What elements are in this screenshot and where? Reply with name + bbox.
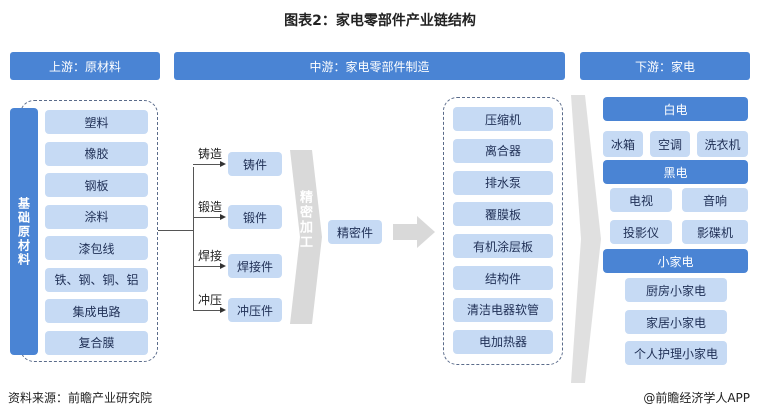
upstream-category: 基础原材料 — [10, 108, 38, 355]
precision-process-chevron — [290, 150, 322, 324]
source-note: 资料来源：前瞻产业研究院 — [8, 391, 153, 405]
component-item: 结构件 — [453, 266, 553, 290]
precision-product-box: 精密件 — [328, 220, 382, 244]
arrow-right-icon — [393, 216, 435, 248]
component-item: 离合器 — [453, 138, 553, 163]
precision-process-label: 精密加工 — [297, 190, 312, 250]
raw-material-item: 铁、钢、铜、铝 — [45, 267, 148, 292]
downstream-chevron — [571, 95, 601, 383]
process-product: 铸件 — [228, 152, 282, 176]
item-box: 洗衣机 — [697, 131, 748, 157]
header-midstream: 中游：家电零部件制造 — [174, 52, 565, 80]
process-method: 锻造 — [198, 200, 223, 214]
connector-line — [193, 167, 194, 311]
header-upstream: 上游：原材料 — [10, 52, 160, 80]
item-box: 投影仪 — [610, 220, 672, 244]
item-box: 厨房小家电 — [625, 278, 727, 302]
branch-line — [193, 266, 223, 267]
item-box: 家居小家电 — [625, 310, 727, 334]
process-method: 铸造 — [198, 147, 223, 161]
components-group — [443, 97, 563, 365]
process-product: 焊接件 — [228, 254, 282, 278]
arrow-head-icon — [220, 214, 226, 220]
raw-material-item: 塑料 — [45, 110, 148, 134]
arrow-head-icon — [220, 263, 226, 269]
connector-line — [158, 230, 193, 231]
brand-note: @前瞻经济学人APP — [643, 391, 750, 405]
category-white-appliances: 白电 — [603, 97, 748, 121]
item-box: 影碟机 — [682, 220, 748, 244]
process-method: 冲压 — [198, 293, 223, 307]
component-item: 清洁电器软管 — [453, 297, 553, 322]
branch-line — [193, 164, 223, 165]
process-method: 焊接 — [198, 249, 223, 263]
item-box: 个人护理小家电 — [625, 341, 727, 365]
branch-line — [193, 310, 223, 311]
item-box: 音响 — [682, 188, 748, 212]
item-box: 电视 — [610, 188, 672, 212]
raw-material-item: 复合膜 — [45, 330, 148, 355]
raw-material-item: 橡胶 — [45, 141, 148, 166]
component-item: 排水泵 — [453, 170, 553, 195]
raw-material-item: 漆包线 — [45, 236, 148, 260]
component-item: 电加热器 — [453, 329, 553, 354]
header-downstream: 下游：家电 — [580, 52, 750, 80]
category-small-appliances: 小家电 — [603, 249, 748, 273]
arrow-head-icon — [220, 307, 226, 313]
raw-material-item: 集成电路 — [45, 299, 148, 323]
item-box: 空调 — [650, 131, 690, 157]
raw-material-item: 涂料 — [45, 204, 148, 229]
process-product: 锻件 — [228, 205, 282, 229]
arrow-head-icon — [220, 161, 226, 167]
component-item: 有机涂层板 — [453, 234, 553, 259]
item-box: 冰箱 — [603, 131, 643, 157]
category-black-appliances: 黑电 — [603, 160, 748, 184]
component-item: 覆膜板 — [453, 202, 553, 227]
branch-line — [193, 217, 223, 218]
chart-title: 图表2：家电零部件产业链结构 — [284, 13, 476, 29]
raw-material-item: 钢板 — [45, 173, 148, 197]
component-item: 压缩机 — [453, 107, 553, 131]
process-product: 冲压件 — [228, 298, 282, 322]
